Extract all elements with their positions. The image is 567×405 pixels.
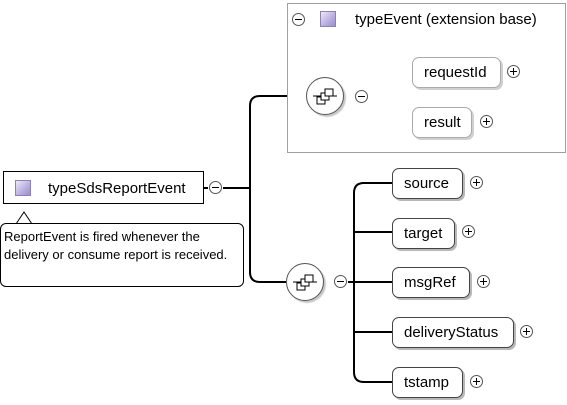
root-type-box[interactable] — [3, 171, 204, 204]
extension-collapse-button[interactable] — [292, 13, 305, 26]
element-msgref[interactable]: msgRef — [392, 267, 470, 298]
element-requestid-expand-button[interactable] — [507, 65, 520, 78]
sequence-compositor-icon[interactable] — [286, 263, 324, 301]
complex-type-icon — [320, 11, 336, 27]
complex-type-icon — [15, 180, 31, 196]
element-source-expand-button[interactable] — [470, 176, 483, 189]
annotation-text: ReportEvent is fired whenever the delive… — [0, 223, 244, 287]
element-target-expand-button[interactable] — [462, 225, 475, 238]
element-deliverystatus[interactable]: deliveryStatus — [392, 317, 514, 348]
element-result-expand-button[interactable] — [480, 115, 493, 128]
element-requestid[interactable]: requestId — [412, 57, 501, 88]
sequence-collapse-button[interactable] — [334, 275, 347, 288]
root-type-label: typeSdsReportEvent — [48, 180, 186, 197]
sequence-compositor-icon[interactable] — [306, 77, 344, 115]
extension-sequence-collapse-button[interactable] — [355, 90, 368, 103]
element-result[interactable]: result — [412, 107, 472, 138]
element-msgref-expand-button[interactable] — [477, 275, 490, 288]
element-target[interactable]: target — [392, 218, 455, 249]
element-deliverystatus-expand-button[interactable] — [520, 325, 533, 338]
element-source[interactable]: source — [392, 168, 463, 199]
extension-title: typeEvent (extension base) — [355, 11, 537, 28]
root-collapse-button[interactable] — [209, 181, 222, 194]
element-tstamp[interactable]: tstamp — [392, 367, 463, 398]
element-tstamp-expand-button[interactable] — [470, 375, 483, 388]
